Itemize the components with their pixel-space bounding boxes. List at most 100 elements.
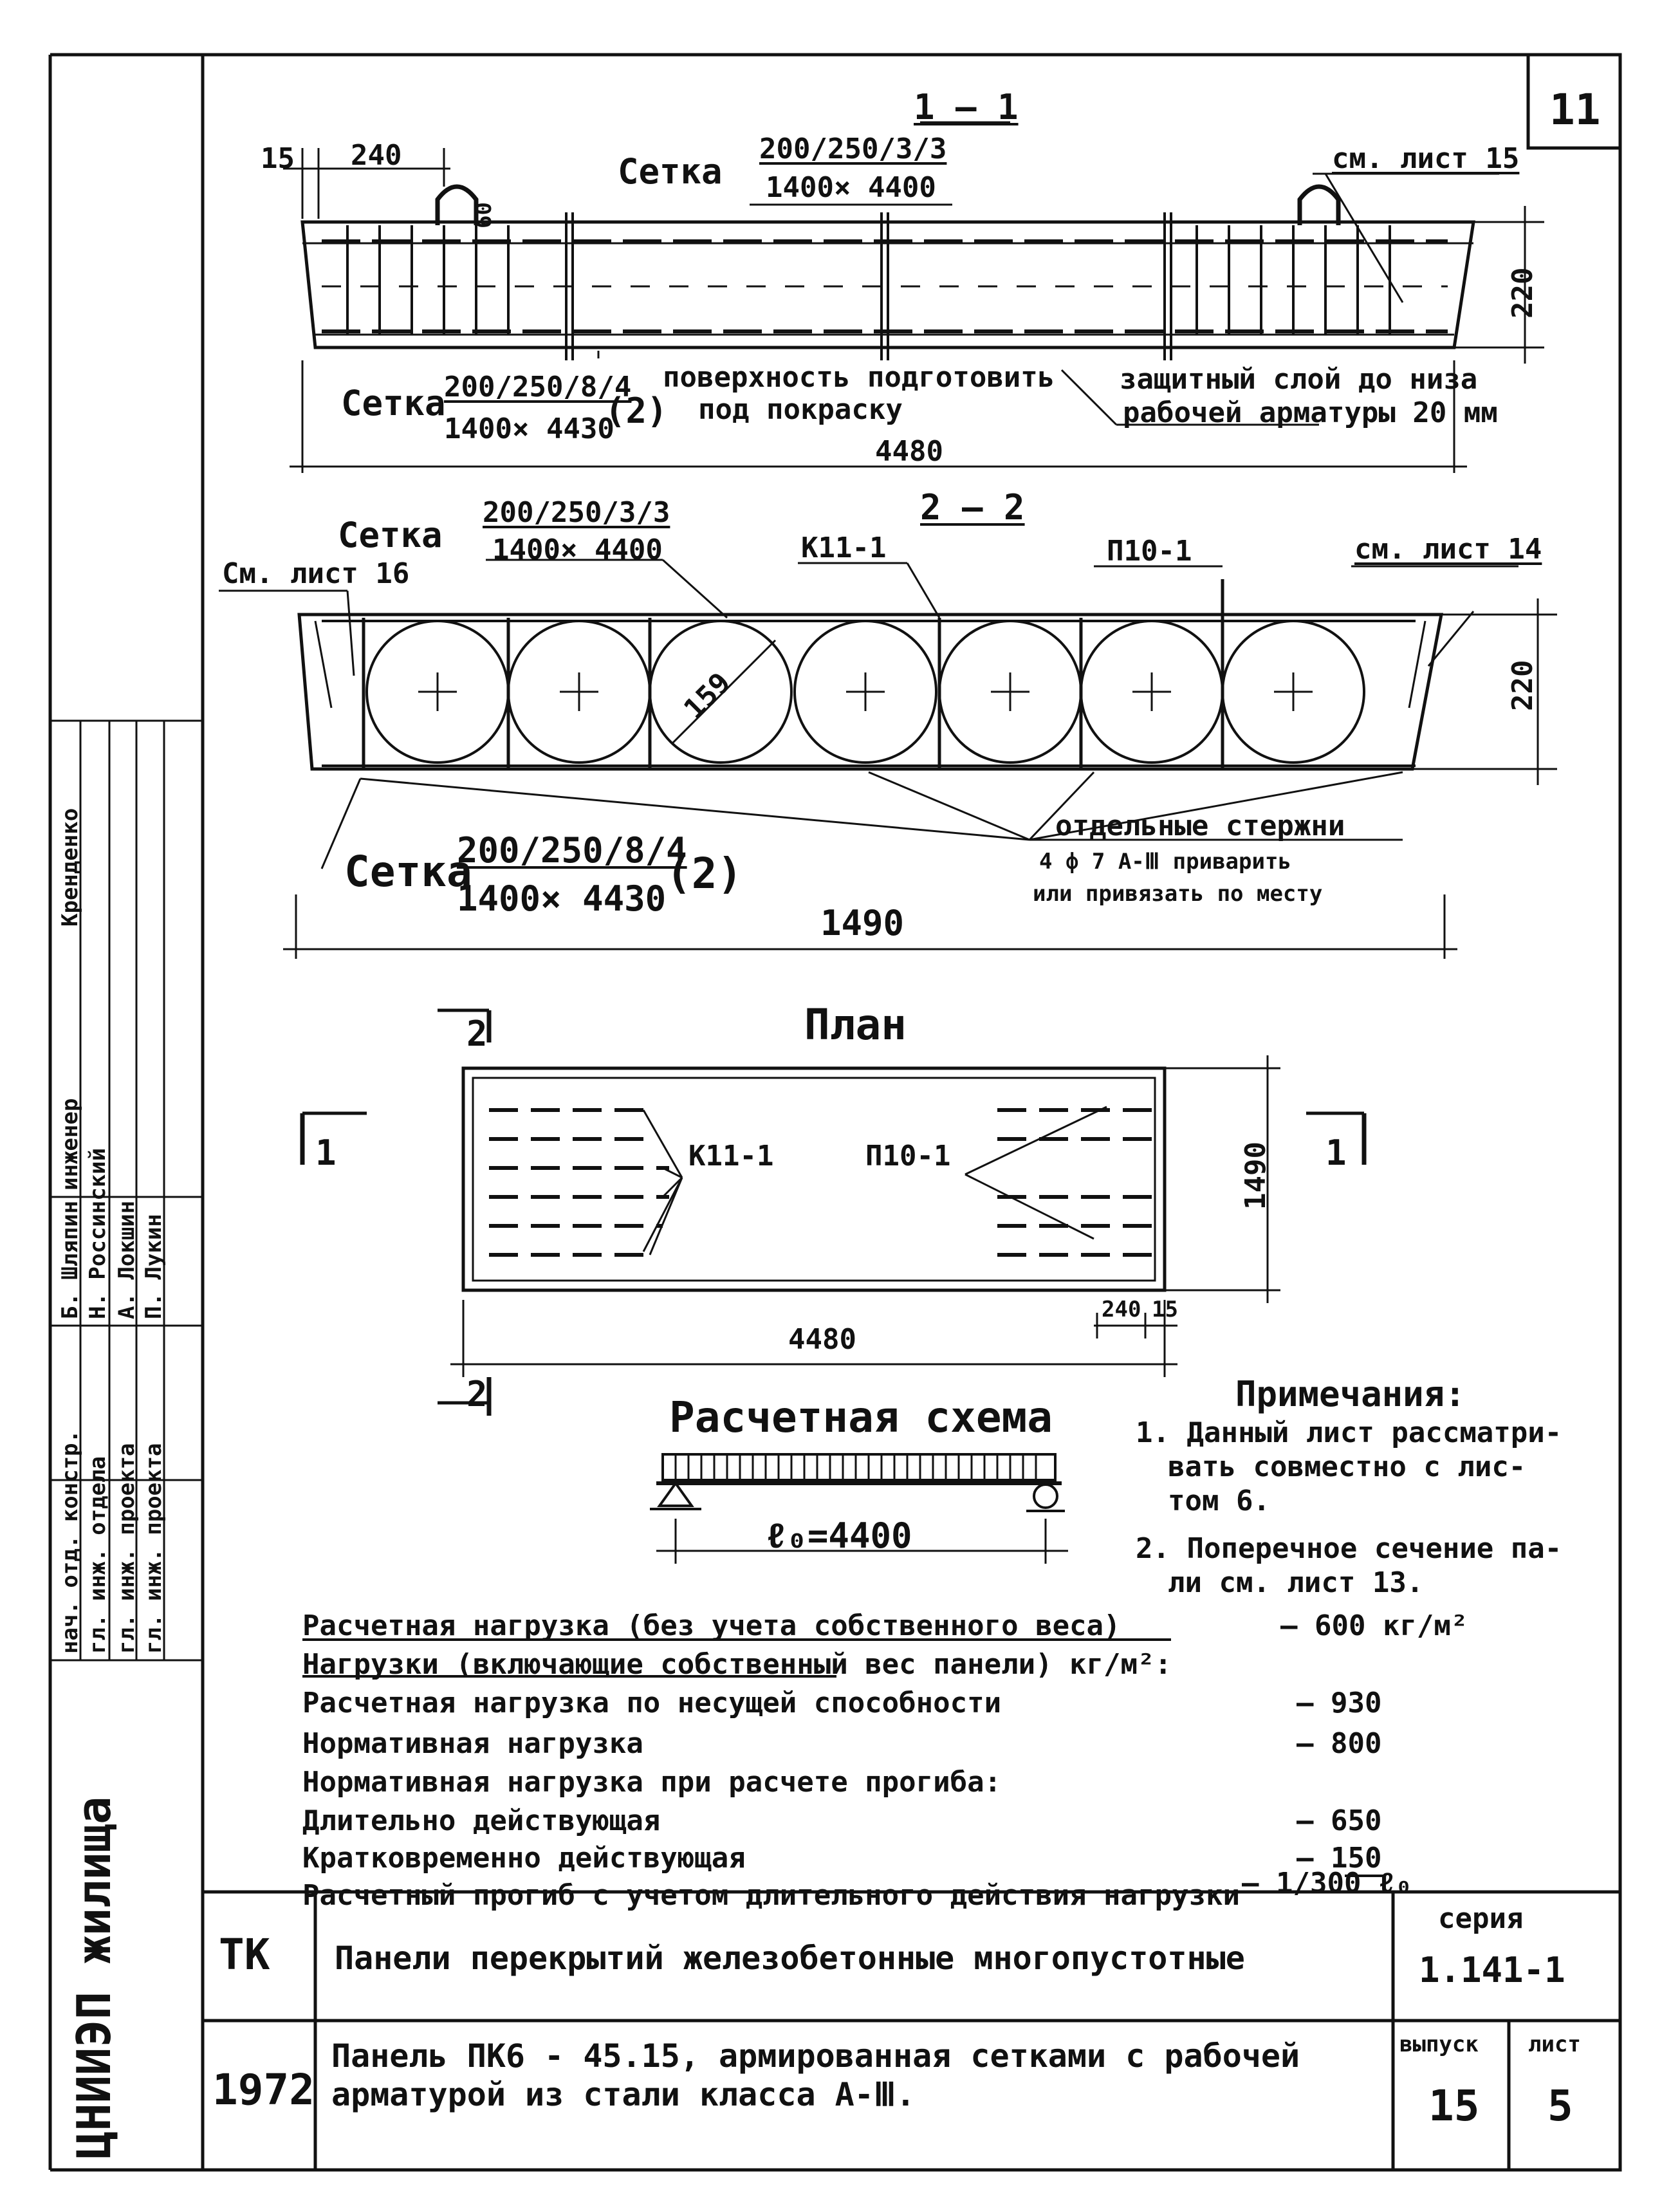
note-1-line-3: том 6. bbox=[1168, 1485, 1270, 1517]
sheet-frame bbox=[201, 53, 1622, 2172]
plan-dim-length-label: 4480 bbox=[788, 1323, 856, 1356]
note-2-line-2: ли см. лист 13. bbox=[1168, 1566, 1424, 1599]
issue-number: 15 bbox=[1428, 2081, 1480, 2131]
mesh-bottom-label: Сетка bbox=[341, 383, 446, 423]
cut-1-left-label: 1 bbox=[315, 1133, 337, 1173]
mesh-top-size: 1400× 4400 bbox=[766, 171, 936, 204]
mesh-top-label: Сетка bbox=[338, 515, 443, 555]
mesh-bottom-spec: 200/250/8/4 bbox=[444, 371, 632, 403]
mesh-top-size: 1400× 4400 bbox=[492, 533, 663, 566]
mesh-bottom-label: Сетка bbox=[344, 847, 472, 896]
plan-title: План bbox=[804, 1000, 907, 1050]
stamp-role-3: гл. инж. проекта bbox=[114, 1443, 140, 1654]
plan-dim-width-label: 1490 bbox=[1239, 1142, 1272, 1210]
cut-1-right-label: 1 bbox=[1325, 1133, 1347, 1173]
stamp-role-2: гл. инж. отдела bbox=[85, 1456, 111, 1654]
plan-drawing bbox=[300, 1008, 1367, 1416]
note-2-line-1: 2. Поперечное сечение па- bbox=[1136, 1532, 1562, 1565]
distributed-load-block bbox=[661, 1453, 1057, 1481]
series-number: 1.141-1 bbox=[1419, 1950, 1565, 1990]
calc-scheme-title: Расчетная схема bbox=[669, 1393, 1053, 1442]
mesh-bottom-qty: (2) bbox=[666, 849, 743, 898]
cut-2-top-label: 2 bbox=[466, 1014, 488, 1054]
bars-note-line-2: 4 ф 7 А-Ⅲ приварить bbox=[1039, 849, 1291, 875]
calculation-scheme-drawing bbox=[650, 1453, 1068, 1564]
panel-title: Панель ПК6 - 45.15, армированная сетками… bbox=[331, 2037, 1300, 2113]
calc-span-label: ℓ₀=4400 bbox=[766, 1515, 912, 1556]
plan-outline bbox=[461, 1066, 1167, 1292]
design-load-label: Расчетная нагрузка (без учета собственно… bbox=[302, 1609, 1121, 1642]
document-code: ТК bbox=[219, 1930, 270, 1979]
notes-title: Примечания: bbox=[1235, 1374, 1466, 1414]
sheet-16-reference: См. лист 16 bbox=[222, 557, 410, 590]
plan-frame-k11-label: К11-1 bbox=[688, 1140, 774, 1172]
sheet-15-reference: см. лист 15 bbox=[1332, 142, 1520, 175]
title-block-lines bbox=[203, 1890, 1620, 2170]
dim-240-label: 240 bbox=[351, 139, 402, 172]
note-1-line-2: вать совместно с лис- bbox=[1168, 1450, 1526, 1483]
plan-dim-240-label: 240 bbox=[1102, 1297, 1141, 1322]
normative-load-value: — 800 bbox=[1297, 1727, 1382, 1760]
normative-load-label: Нормативная нагрузка bbox=[302, 1727, 643, 1760]
organization-name: ЦНИИЭП жилища bbox=[67, 1796, 121, 2159]
surface-note-line-1: поверхность подготовить bbox=[663, 361, 1055, 394]
deflection-value: — 1/300 ℓ₀ bbox=[1242, 1867, 1412, 1900]
stamp-role-4: гл. инж. проекта bbox=[141, 1443, 167, 1654]
frame-k11-label: К11-1 bbox=[801, 532, 887, 564]
series-title: Панели перекрытий железобетонные многопу… bbox=[335, 1940, 1245, 1977]
mesh-bottom-spec: 200/250/8/4 bbox=[457, 830, 687, 871]
section-2-2-title: 2 — 2 bbox=[920, 487, 1025, 528]
stamp-name-5: Кренденко bbox=[57, 808, 83, 927]
bearing-load-label: Расчетная нагрузка по несущей способност… bbox=[302, 1687, 1002, 1719]
section-1-1-title: 1 — 1 bbox=[914, 87, 1019, 127]
cut-2-bottom-label: 2 bbox=[466, 1374, 488, 1414]
surface-note-line-2: под покраску bbox=[698, 393, 903, 426]
sheet-number-box bbox=[1526, 55, 1620, 150]
mesh-bottom-qty: (2) bbox=[605, 391, 668, 431]
series-label: серия bbox=[1438, 1902, 1524, 1935]
dim-width-label: 1490 bbox=[820, 903, 905, 943]
dim-height-label: 220 bbox=[1506, 660, 1539, 711]
bars-note-line-3: или привязать по месту bbox=[1033, 881, 1323, 907]
mesh-bottom-size: 1400× 4430 bbox=[457, 878, 667, 919]
loads-header: Нагрузки (включающие собственный вес пан… bbox=[302, 1648, 1172, 1681]
year-label: 1972 bbox=[212, 2065, 315, 2115]
design-load-value: — 600 кг/м² bbox=[1280, 1609, 1468, 1642]
plan-frame-p10-label: П10-1 bbox=[865, 1140, 951, 1172]
pinned-support bbox=[657, 1481, 694, 1507]
dim-60-label: 60 bbox=[471, 202, 497, 228]
frame-p10-label: П10-1 bbox=[1107, 535, 1192, 568]
signature-stamp-grid bbox=[50, 719, 203, 1662]
deflection-loads-header: Нормативная нагрузка при расчете прогиба… bbox=[302, 1766, 1002, 1799]
stamp-role-5: инженер bbox=[57, 1098, 83, 1190]
issue-label: выпуск bbox=[1399, 2032, 1479, 2057]
list-label: лист bbox=[1528, 2032, 1581, 2057]
lifting-loop-right bbox=[1297, 184, 1341, 225]
long-term-load-label: Длительно действующая bbox=[302, 1804, 661, 1837]
list-number: 5 bbox=[1547, 2081, 1573, 2131]
dim-height-label: 220 bbox=[1506, 267, 1539, 319]
mesh-top-spec: 200/250/3/3 bbox=[759, 133, 947, 165]
stamp-name-1: Б. Шляпин bbox=[57, 1200, 83, 1319]
plan-dim-15-label: 15 bbox=[1152, 1297, 1178, 1322]
dim-length-label: 4480 bbox=[875, 435, 943, 468]
cover-note-line-2: рабочей арматуры 20 мм bbox=[1123, 396, 1498, 429]
stamp-name-2: Н. Россинский bbox=[85, 1147, 111, 1319]
section-2-2-drawing bbox=[219, 559, 1557, 959]
stamp-role-1: нач. отд. констр. bbox=[57, 1430, 83, 1654]
sheet-number: 11 bbox=[1549, 85, 1601, 134]
roller-support bbox=[1033, 1483, 1058, 1509]
bars-note-line-1: отдельные стержни bbox=[1055, 810, 1345, 842]
mesh-top-spec: 200/250/3/3 bbox=[483, 496, 670, 529]
stamp-name-4: П. Лукин bbox=[141, 1214, 167, 1319]
mesh-bottom-size: 1400× 4430 bbox=[444, 412, 614, 445]
deflection-label: Расчетный прогиб с учетом длительного де… bbox=[302, 1879, 1240, 1912]
short-term-load-value: — 150 bbox=[1297, 1842, 1382, 1875]
sheet-14-reference: см. лист 14 bbox=[1354, 533, 1542, 566]
bearing-load-value: — 930 bbox=[1297, 1687, 1382, 1719]
short-term-load-label: Кратковременно действующая bbox=[302, 1842, 746, 1875]
cover-note-line-1: защитный слой до низа bbox=[1120, 363, 1478, 396]
long-term-load-value: — 650 bbox=[1297, 1804, 1382, 1837]
lifting-loop-left bbox=[435, 184, 479, 225]
